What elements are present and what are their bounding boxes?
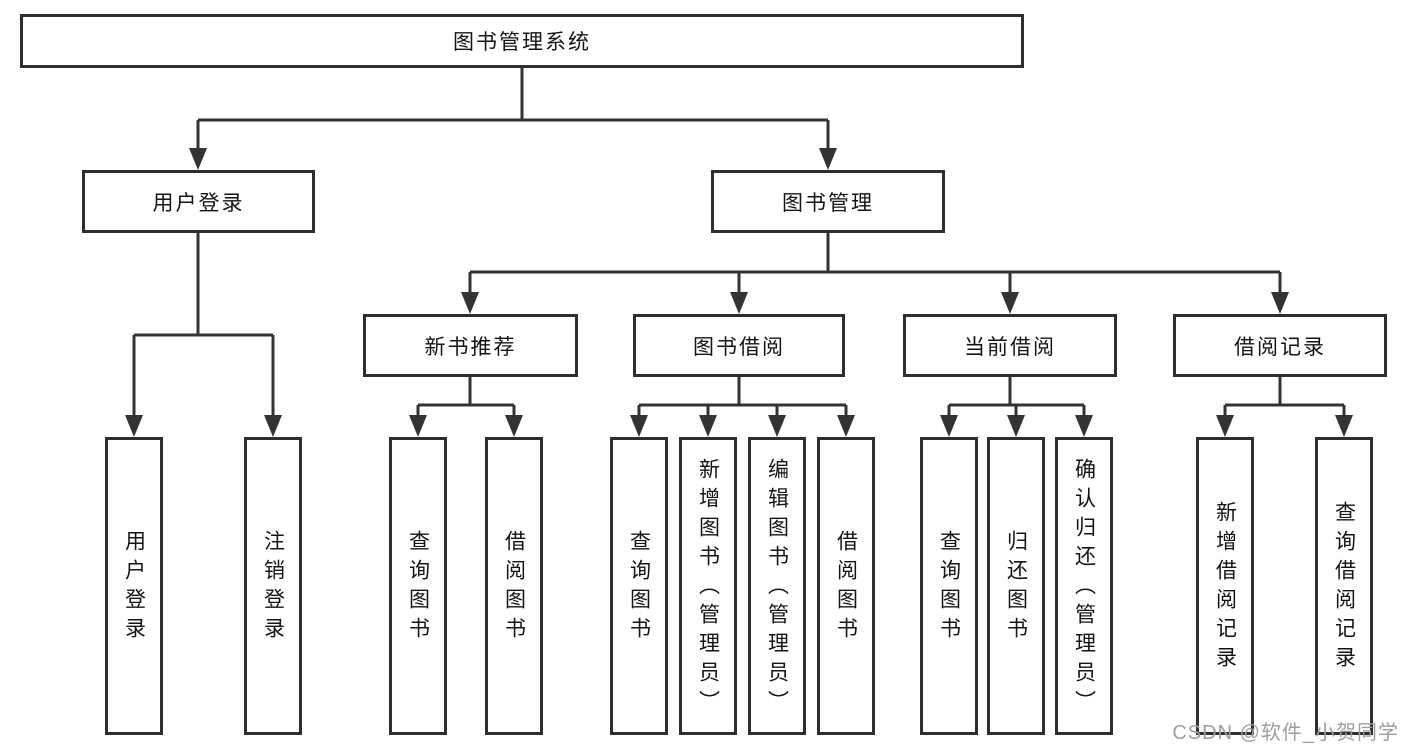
arrow-down-icon: [1007, 415, 1025, 437]
node-return-books: 归还图书: [987, 437, 1045, 735]
node-logout-action: 注销登录: [244, 437, 302, 735]
node-label: 查询借阅记录: [1332, 501, 1356, 675]
node-label: 图书借阅: [693, 335, 785, 359]
node-label: 确认归还（管理员）: [1072, 457, 1096, 719]
arrow-down-icon: [1216, 415, 1234, 437]
arrow-down-icon: [264, 415, 282, 437]
arrow-down-icon: [189, 148, 207, 170]
arrow-down-icon: [125, 415, 143, 437]
node-label: 新书推荐: [424, 335, 517, 359]
arrow-down-icon: [699, 415, 717, 437]
arrow-down-icon: [1335, 415, 1353, 437]
arrow-down-icon: [1271, 292, 1289, 314]
arrow-down-icon: [819, 148, 837, 170]
connector-book-mgmt-to-level3: [468, 233, 1282, 294]
node-query-books-borrowing: 查询图书: [610, 437, 668, 735]
node-label: 图书管理: [782, 191, 874, 215]
node-user-login: 用户登录: [82, 170, 315, 233]
node-borrow-books-recommend: 借阅图书: [485, 437, 543, 735]
arrow-down-icon: [730, 292, 748, 314]
arrow-down-icon: [940, 415, 958, 437]
node-add-borrow-record: 新增借阅记录: [1196, 437, 1254, 735]
node-book-borrowing: 图书借阅: [633, 314, 845, 377]
node-label: 查询图书: [406, 530, 430, 646]
node-current-borrowing: 当前借阅: [903, 314, 1117, 377]
arrow-down-icon: [1075, 415, 1093, 437]
node-label: 借阅图书: [502, 530, 526, 646]
node-label: 用户登录: [122, 530, 146, 646]
node-label: 借阅记录: [1234, 335, 1326, 359]
node-edit-books-admin: 编辑图书（管理员）: [748, 437, 806, 735]
connector-new-book-rec-to-leaves: [416, 377, 516, 417]
node-label: 新增图书（管理员）: [696, 457, 720, 719]
csdn-watermark: CSDN @软件_小贺同学: [1172, 722, 1399, 744]
node-label: 注销登录: [261, 530, 285, 646]
arrow-down-icon: [409, 415, 427, 437]
connector-borrow-record-to-leaves: [1223, 377, 1346, 417]
node-confirm-return-admin: 确认归还（管理员）: [1055, 437, 1113, 735]
node-book-management: 图书管理: [711, 170, 945, 233]
node-label: 查询图书: [937, 530, 961, 646]
arrow-down-icon: [837, 415, 855, 437]
node-query-borrow-record: 查询借阅记录: [1315, 437, 1373, 735]
node-borrow-books: 借阅图书: [817, 437, 875, 735]
node-user-login-action: 用户登录: [105, 437, 163, 735]
connector-current-borrow-to-leaves: [947, 377, 1086, 417]
arrow-down-icon: [461, 292, 479, 314]
node-label: 借阅图书: [834, 530, 858, 646]
connector-user-login-to-leaves: [132, 233, 275, 417]
node-label: 当前借阅: [964, 335, 1056, 359]
node-root-system: 图书管理系统: [20, 14, 1024, 68]
node-borrowing-records: 借阅记录: [1173, 314, 1387, 377]
node-label: 用户登录: [152, 191, 245, 215]
connector-book-borrow-to-leaves: [637, 377, 848, 417]
arrow-down-icon: [505, 415, 523, 437]
node-label: 新增借阅记录: [1213, 501, 1237, 675]
arrow-down-icon: [630, 415, 648, 437]
node-query-books-recommend: 查询图书: [389, 437, 447, 735]
arrow-down-icon: [768, 415, 786, 437]
node-add-books-admin: 新增图书（管理员）: [679, 437, 737, 735]
arrow-down-icon: [1001, 292, 1019, 314]
connector-root-to-level2: [196, 68, 830, 150]
node-query-books-current: 查询图书: [920, 437, 978, 735]
node-label: 编辑图书（管理员）: [765, 457, 789, 719]
node-label: 查询图书: [627, 530, 651, 646]
node-label: 归还图书: [1004, 530, 1028, 646]
node-new-book-recommend: 新书推荐: [363, 314, 578, 377]
node-label: 图书管理系统: [453, 31, 591, 54]
arrowheads: [125, 148, 1353, 437]
